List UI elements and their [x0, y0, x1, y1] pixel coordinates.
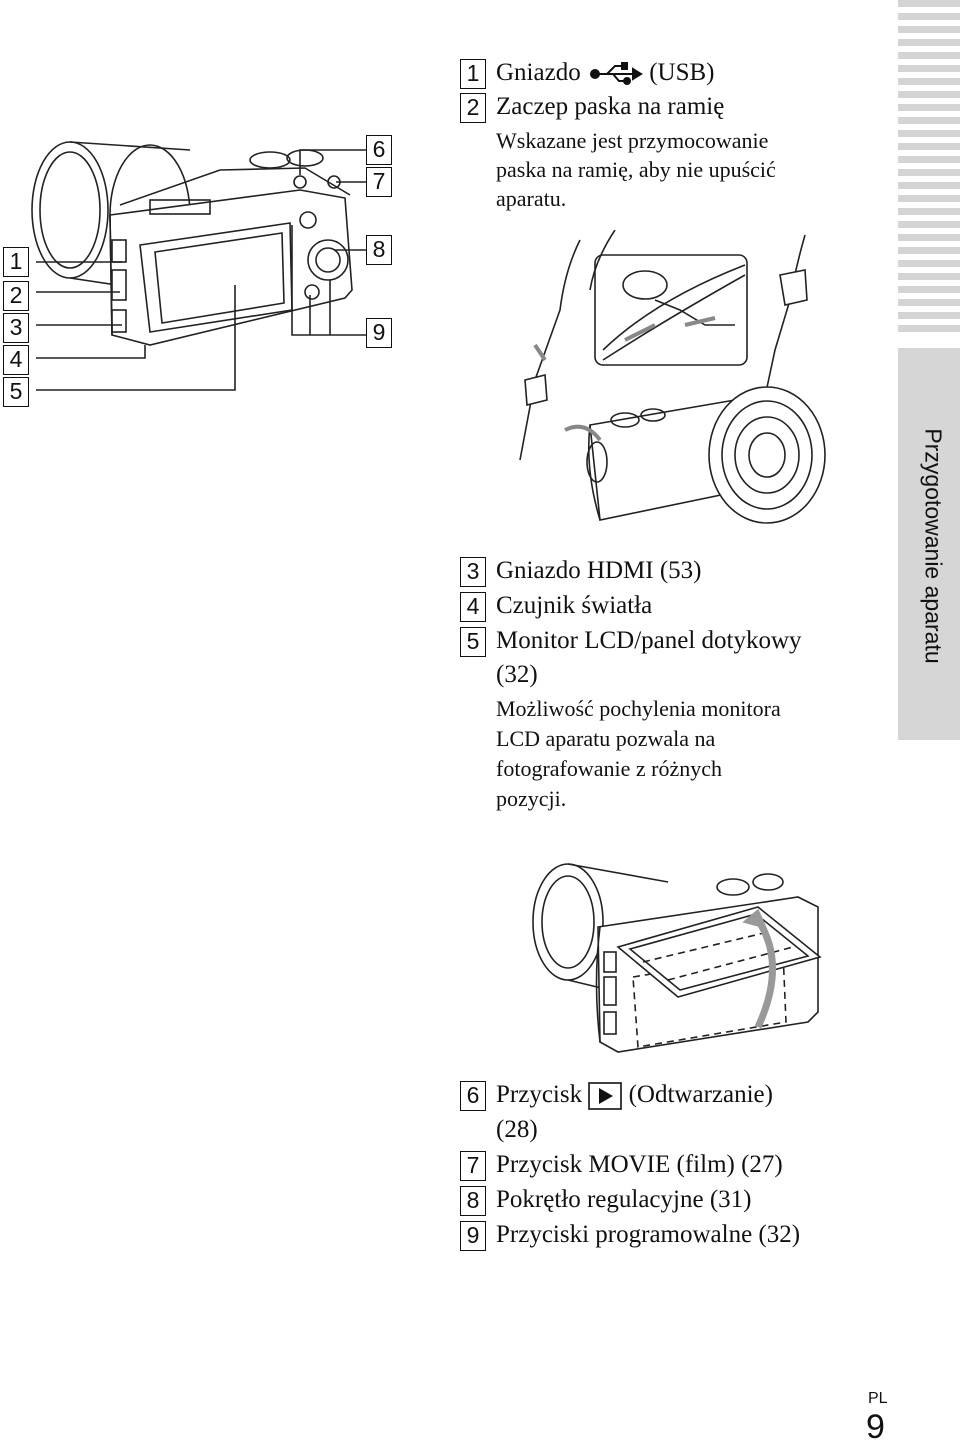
item-2-note-line-1: Wskazane jest przymocowanie [496, 128, 769, 153]
item-2-number: 2 [460, 93, 486, 123]
item-1-number: 1 [460, 59, 486, 89]
play-icon [588, 1082, 623, 1111]
item-5-number: 5 [460, 627, 486, 657]
callout-8: 8 [366, 235, 392, 265]
page-number: 9 [866, 1408, 885, 1446]
item-2-note-line-3: aparatu. [496, 186, 567, 211]
item-5-note-line-4: pozycji. [496, 786, 567, 811]
tilting-monitor-illustration [532, 863, 822, 1053]
camera-back-illustration [31, 141, 366, 391]
item-6-title: Przycisk (Odtwarzanie) [496, 1079, 773, 1111]
language-code: PL [868, 1390, 888, 1407]
callout-3: 3 [3, 313, 29, 343]
strap-attachment-illustration [519, 230, 826, 524]
item-3-title: Gniazdo HDMI (53) [496, 557, 702, 584]
item-5-note-line-1: Możliwość pochylenia monitora [496, 696, 781, 721]
callout-4: 4 [3, 345, 29, 375]
item-7-number: 7 [460, 1151, 486, 1181]
item-1-title: Gniazdo (USB) [496, 59, 715, 86]
item-5-note-line-3: fotografowanie z różnych [496, 756, 723, 781]
thumb-tabs [898, 0, 960, 338]
callout-6: 6 [366, 135, 392, 165]
item-8-title: Pokrętło regulacyjne (31) [496, 1186, 752, 1213]
section-tab [898, 348, 960, 740]
item-9-title: Przyciski programowalne (32) [496, 1221, 801, 1248]
side-section-label: Przygotowanie aparatu [920, 428, 947, 664]
item-4-number: 4 [460, 592, 486, 622]
item-2-note-line-2: paska na ramię, aby nie upuścić [496, 157, 776, 182]
item-5-note-line-2: LCD aparatu pozwala na [496, 726, 716, 751]
usb-icon [589, 62, 643, 86]
callout-9: 9 [366, 318, 392, 348]
item-3-number: 3 [460, 557, 486, 587]
item-5-title-cont: (32) [496, 661, 538, 688]
item-7-title: Przycisk MOVIE (film) (27) [496, 1151, 783, 1178]
item-9-number: 9 [460, 1221, 486, 1251]
callout-7: 7 [366, 167, 392, 197]
item-6-title-cont: (28) [496, 1116, 538, 1143]
item-5-title: Monitor LCD/panel dotykowy [496, 627, 802, 654]
item-8-number: 8 [460, 1186, 486, 1216]
callout-2: 2 [3, 281, 29, 311]
item-2-title: Zaczep paska na ramię [496, 93, 725, 120]
item-4-title: Czujnik światła [496, 592, 653, 619]
item-6-number: 6 [460, 1081, 486, 1111]
callout-5: 5 [3, 377, 29, 407]
callout-1: 1 [3, 247, 29, 277]
